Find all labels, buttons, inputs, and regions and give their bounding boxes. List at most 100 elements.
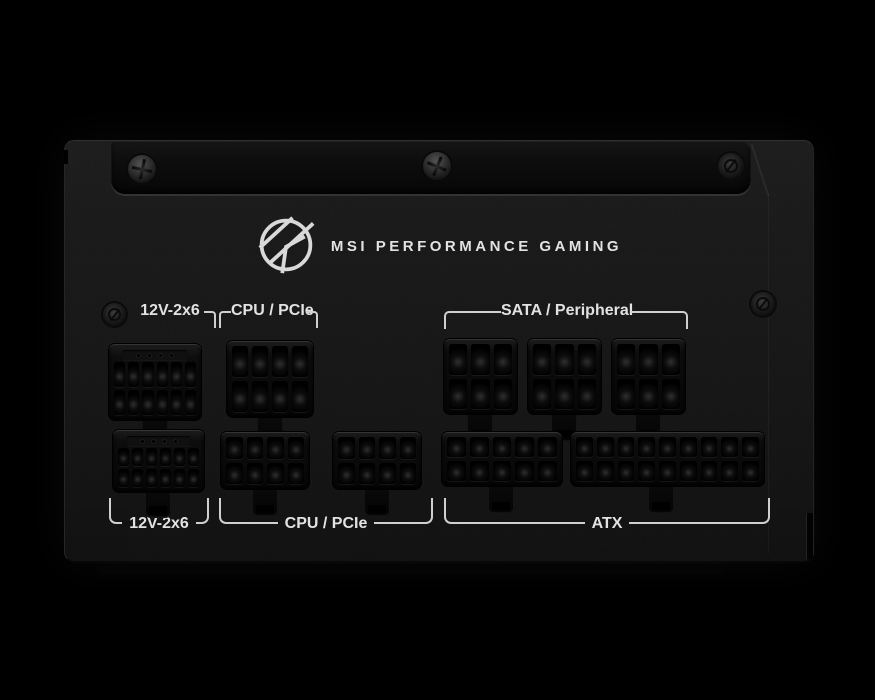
security-screw-icon	[751, 292, 775, 316]
bracket-corner	[760, 498, 770, 524]
bracket-corner	[423, 498, 433, 524]
bracket-corner	[199, 498, 210, 524]
socket-12v2x6-bottom	[113, 430, 204, 492]
pin-hole	[292, 346, 308, 377]
socket-sata-peripheral-1	[444, 339, 517, 414]
pin-hole	[358, 437, 375, 459]
pin-hole	[118, 469, 129, 487]
pin-hole	[679, 437, 697, 457]
pin-hole	[576, 437, 593, 457]
socket-sata-peripheral-2	[528, 339, 601, 414]
pin-hole	[142, 362, 154, 387]
pin-hole	[659, 437, 676, 457]
pin-hole	[492, 461, 512, 481]
pin-hole	[659, 461, 676, 481]
pin-hole	[232, 346, 248, 377]
pin-hole	[721, 437, 739, 457]
pin-hole	[471, 378, 490, 409]
label-bracket-hook	[219, 311, 231, 328]
label-12v2x6-top: 12V-2x6	[140, 302, 200, 319]
pin-hole	[538, 461, 557, 481]
pin-hole	[577, 378, 596, 409]
brand-row: MSI PERFORMANCE GAMING	[65, 215, 813, 275]
sense-pin-hole	[159, 353, 162, 357]
sense-pin-hole	[148, 353, 151, 357]
pin-hole	[555, 344, 574, 375]
edge-notch	[806, 513, 813, 559]
pin-hole	[639, 344, 658, 375]
label-cpu-pcie-bottom: CPU / PCIe	[284, 515, 368, 532]
panel-seam	[750, 144, 770, 196]
label-atx: ATX	[591, 515, 623, 532]
brand-tagline: MSI PERFORMANCE GAMING	[330, 237, 623, 255]
pin-hole	[338, 462, 355, 484]
security-screw-icon	[718, 153, 744, 179]
pin-hole	[492, 437, 512, 457]
sense-pin-hole	[162, 439, 166, 443]
pin-hole	[576, 461, 593, 481]
socket-12v2x6-top	[109, 344, 201, 420]
pin-hole	[538, 437, 557, 457]
socket-latch-tab	[488, 484, 514, 514]
label-bracket-line	[631, 311, 688, 329]
sense-pin-hole	[137, 353, 140, 357]
pin-hole	[184, 390, 196, 415]
pin-hole	[617, 378, 636, 409]
pin-hole	[160, 448, 171, 466]
socket-cpu-pcie-bottom-1	[221, 432, 309, 489]
sense-pin-hole	[170, 353, 173, 357]
pin-hole	[146, 448, 157, 466]
pin-hole	[447, 461, 466, 481]
pin-hole	[287, 437, 304, 459]
socket-atx-10pin	[442, 432, 562, 486]
pin-hole	[246, 437, 263, 459]
label-cpu-pcie-top: CPU / PCIe	[231, 302, 314, 319]
msi-gaming-logo-icon	[258, 216, 315, 274]
pin-hole	[142, 390, 154, 415]
sense-pin-hole	[173, 439, 177, 443]
bracket-corner	[109, 498, 119, 524]
pin-hole	[114, 390, 126, 415]
pin-hole	[661, 344, 680, 375]
label-12v2x6-bottom: 12V-2x6	[129, 515, 189, 532]
label-bracket-hook	[204, 311, 216, 328]
pin-hole	[132, 448, 143, 466]
security-screw-icon	[103, 303, 126, 326]
pin-hole	[515, 461, 535, 481]
pin-hole	[596, 461, 614, 481]
pin-hole	[118, 448, 129, 466]
pin-hole	[156, 390, 168, 415]
socket-latch-tab	[252, 487, 278, 517]
pin-hole	[742, 437, 759, 457]
pin-hole	[493, 344, 512, 375]
pin-hole	[639, 378, 658, 409]
pin-hole	[174, 448, 185, 466]
pin-hole	[128, 390, 140, 415]
pin-hole	[246, 462, 263, 484]
pin-hole	[449, 344, 468, 375]
pin-hole	[226, 462, 243, 484]
pin-hole	[679, 461, 697, 481]
pin-hole	[188, 448, 199, 466]
pin-hole	[533, 378, 552, 409]
pin-hole	[146, 469, 157, 487]
pin-hole	[379, 437, 396, 459]
pin-hole	[114, 362, 126, 387]
pin-hole	[700, 437, 718, 457]
bracket-line	[229, 498, 278, 524]
socket-cpu-pcie-top	[227, 341, 313, 417]
pin-hole	[449, 378, 468, 409]
pin-hole	[267, 462, 284, 484]
pin-hole	[493, 378, 512, 409]
socket-atx-18pin	[571, 432, 764, 486]
socket-cpu-pcie-bottom-2	[333, 432, 421, 489]
bracket-line	[119, 498, 123, 524]
pin-hole	[469, 461, 489, 481]
pin-hole	[742, 461, 759, 481]
pin-hole	[174, 469, 185, 487]
pin-hole	[533, 344, 552, 375]
bracket-corner	[444, 498, 454, 524]
pin-hole	[721, 461, 739, 481]
sense-pin-row	[127, 436, 190, 446]
